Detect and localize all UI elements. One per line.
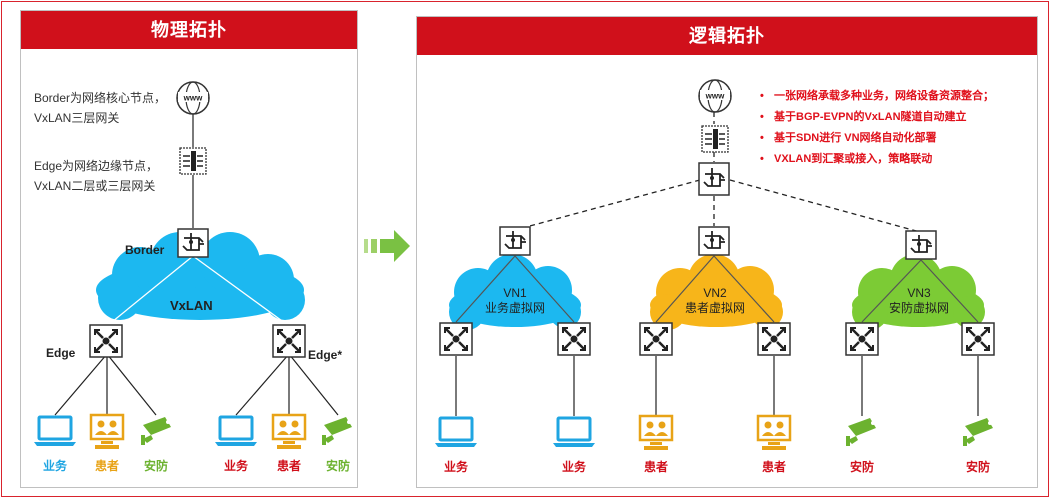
endpoint-label: 安防 <box>965 460 990 474</box>
patient-icon <box>638 414 674 450</box>
edge-switch-icon <box>557 322 591 356</box>
camera-icon <box>963 418 993 446</box>
edge-switch-icon <box>439 322 473 356</box>
border-switch-icon <box>177 228 209 258</box>
laptop-icon <box>34 415 76 446</box>
edge-left-label: Edge <box>46 346 76 360</box>
patient-icon <box>89 413 125 449</box>
border-description-line1: Border为网络核心节点， <box>34 91 167 105</box>
feature-bullet-list: 一张网络承载多种业务，网络设备资源整合； 基于BGP-EVPN的VxLAN隧道自… <box>760 86 994 170</box>
laptop-icon <box>435 416 477 447</box>
endpoint-label: 业务 <box>42 459 67 473</box>
endpoint-label: 安防 <box>325 459 350 473</box>
laptop-icon <box>553 416 595 447</box>
vxlan-cloud <box>96 232 305 320</box>
endpoint-label: 患者 <box>643 460 668 474</box>
firewall-icon <box>701 125 729 153</box>
endpoint-label: 业务 <box>223 459 248 473</box>
edge-switch-icon <box>961 322 995 356</box>
feature-bullet: 基于BGP-EVPN的VxLAN隧道自动建立 <box>760 107 994 128</box>
edge-right-label: Edge* <box>308 348 343 362</box>
endpoint-label: 安防 <box>143 459 168 473</box>
globe-www-icon: www <box>698 79 732 113</box>
edge-switch-icon <box>845 322 879 356</box>
core-switch-icon <box>698 162 730 196</box>
edge-description-line2: VxLAN二层或三层网关 <box>34 179 156 193</box>
camera-icon <box>846 418 876 446</box>
feature-bullet: 基于SDN进行 VN网络自动化部署 <box>760 128 994 149</box>
endpoint-label: 患者 <box>276 459 301 473</box>
feature-bullet: VXLAN到汇聚或接入，策略联动 <box>760 149 994 170</box>
endpoint-label: 业务 <box>561 460 586 474</box>
endpoint-label: 安防 <box>849 460 874 474</box>
svg-text:www: www <box>183 94 203 103</box>
endpoint-label: 患者 <box>94 459 119 473</box>
edge-description-line1: Edge为网络边缘节点， <box>34 159 159 173</box>
edge-switch-right-icon <box>272 324 306 358</box>
vxlan-label: VxLAN <box>170 298 213 313</box>
patient-icon <box>271 413 307 449</box>
border-label: Border <box>125 243 165 257</box>
endpoint-label: 患者 <box>761 460 786 474</box>
feature-bullet: 一张网络承载多种业务，网络设备资源整合； <box>760 86 994 107</box>
edge-switch-icon <box>639 322 673 356</box>
endpoint-label: 业务 <box>443 460 468 474</box>
border-description-line2: VxLAN三层网关 <box>34 111 120 125</box>
camera-icon <box>141 417 171 445</box>
svg-text:www: www <box>705 92 725 101</box>
vn3-cloud <box>852 254 985 330</box>
globe-www-icon: www <box>176 81 210 115</box>
edge-switch-icon <box>757 322 791 356</box>
logical-topology-title: 逻辑拓扑 <box>417 17 1037 55</box>
laptop-icon <box>215 415 257 446</box>
camera-icon <box>322 417 352 445</box>
physical-topology-title: 物理拓扑 <box>21 11 357 49</box>
patient-icon <box>756 414 792 450</box>
vn3-border-switch-icon <box>905 230 937 260</box>
vn1-border-switch-icon <box>499 226 531 256</box>
vn2-border-switch-icon <box>698 226 730 256</box>
transition-arrow-icon <box>364 230 410 262</box>
edge-switch-left-icon <box>89 324 123 358</box>
firewall-icon <box>179 147 207 175</box>
